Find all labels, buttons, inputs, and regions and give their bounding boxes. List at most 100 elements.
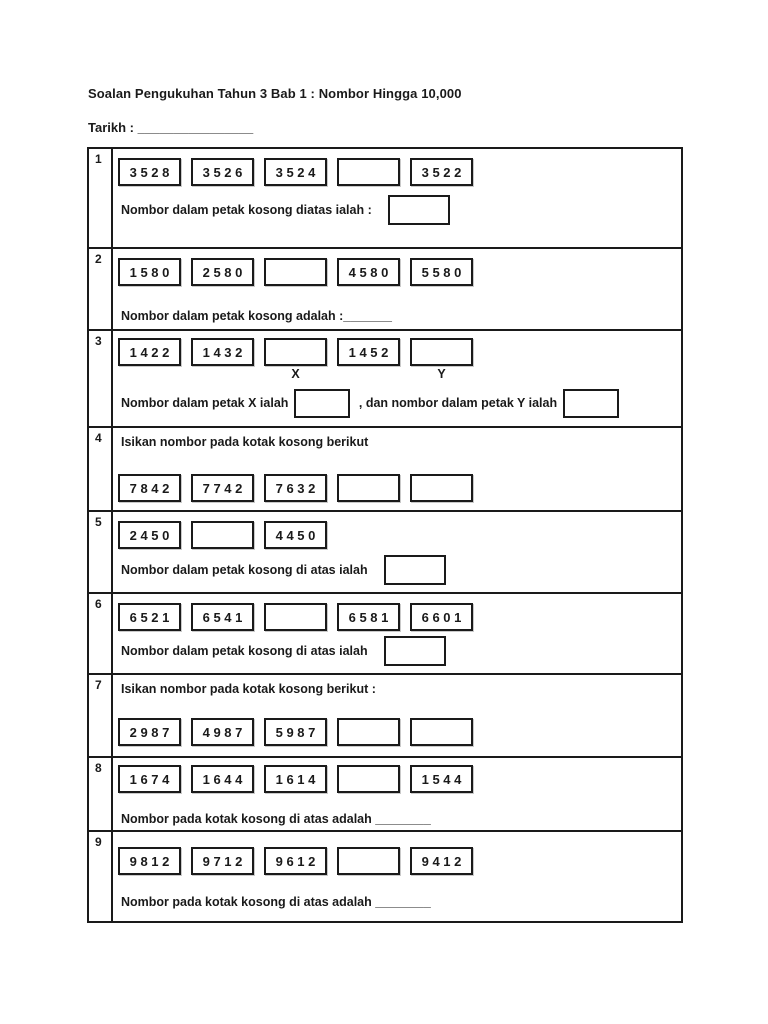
number-box-slot <box>264 603 327 631</box>
number-box: 1 5 4 4 <box>410 765 473 793</box>
number-box-slot: X <box>264 338 327 382</box>
answer-line: Nombor dalam petak X ialah , dan nombor … <box>118 388 671 418</box>
page-title: Soalan Pengukuhan Tahun 3 Bab 1 : Nombor… <box>88 86 462 101</box>
number-box: 9 8 1 2 <box>118 847 181 875</box>
number-box: 7 8 4 2 <box>118 474 181 502</box>
number-box-slot: 4 9 8 7 <box>191 718 254 746</box>
number-box-strip: 6 5 2 1 6 5 4 1 6 5 8 1 6 6 0 1 <box>118 603 671 631</box>
question-number: 8 <box>89 758 113 830</box>
number-box: 3 5 2 2 <box>410 158 473 186</box>
date-field: Tarikh : ________________ <box>88 120 254 135</box>
number-box-slot <box>191 521 254 549</box>
number-box-slot: 6 5 2 1 <box>118 603 181 631</box>
answer-line: Nombor pada kotak kosong di atas adalah … <box>118 804 671 834</box>
number-box: 9 4 1 2 <box>410 847 473 875</box>
number-box-slot: 4 5 8 0 <box>337 258 400 286</box>
number-box-slot <box>337 718 400 746</box>
number-box-strip: 1 4 2 2 1 4 3 2 X 1 4 5 2 Y <box>118 338 671 382</box>
number-box-slot: 1 6 7 4 <box>118 765 181 793</box>
number-box-slot: 9 4 1 2 <box>410 847 473 875</box>
box-label: X <box>291 367 300 381</box>
number-box-slot: 2 9 8 7 <box>118 718 181 746</box>
blank-answer-box[interactable] <box>264 603 327 631</box>
blank-answer-box[interactable] <box>337 718 400 746</box>
blank-answer-box[interactable] <box>337 474 400 502</box>
number-box: 1 4 5 2 <box>337 338 400 366</box>
number-box-strip: 2 4 5 0 4 4 5 0 <box>118 521 671 549</box>
blank-answer-box[interactable] <box>337 847 400 875</box>
question-prompt: Isikan nombor pada kotak kosong berikut <box>121 435 369 449</box>
answer-text: Nombor dalam petak X ialah <box>121 396 289 410</box>
answer-line: Nombor dalam petak kosong di atas ialah <box>118 555 671 585</box>
answer-input-box[interactable] <box>294 388 351 418</box>
number-box-slot: 9 8 1 2 <box>118 847 181 875</box>
number-box-slot: 9 7 1 2 <box>191 847 254 875</box>
blank-answer-box[interactable] <box>410 474 473 502</box>
answer-input-box[interactable] <box>387 195 450 225</box>
answer-text: Nombor dalam petak kosong di atas ialah <box>121 563 368 577</box>
number-box: 2 9 8 7 <box>118 718 181 746</box>
number-box-slot <box>264 258 327 286</box>
question-body: Isikan nombor pada kotak kosong berikut 7… <box>113 428 681 510</box>
blank-answer-box[interactable] <box>410 338 473 366</box>
number-box-slot <box>410 718 473 746</box>
blank-answer-box[interactable] <box>337 765 400 793</box>
number-box: 7 6 3 2 <box>264 474 327 502</box>
number-box-slot: 4 4 5 0 <box>264 521 327 549</box>
number-box: 7 7 4 2 <box>191 474 254 502</box>
answer-input-box[interactable] <box>383 636 446 666</box>
number-box-slot <box>337 765 400 793</box>
number-box: 6 5 4 1 <box>191 603 254 631</box>
number-box: 1 5 8 0 <box>118 258 181 286</box>
number-box-slot: 5 5 8 0 <box>410 258 473 286</box>
blank-answer-box[interactable] <box>264 258 327 286</box>
number-box-slot: 1 5 4 4 <box>410 765 473 793</box>
blank-answer-box[interactable] <box>337 158 400 186</box>
answer-text: Nombor dalam petak kosong di atas ialah <box>121 644 368 658</box>
question-number: 2 <box>89 249 113 329</box>
question-body: 6 5 2 1 6 5 4 1 6 5 8 1 6 6 0 1 Nombor dalam… <box>113 594 681 673</box>
number-box-slot: 3 5 2 8 <box>118 158 181 186</box>
number-box: 4 5 8 0 <box>337 258 400 286</box>
number-box-slot <box>410 474 473 502</box>
number-box: 2 4 5 0 <box>118 521 181 549</box>
question-number: 4 <box>89 428 113 510</box>
answer-line: Nombor dalam petak kosong di atas ialah <box>118 636 671 666</box>
number-box-slot: 1 6 4 4 <box>191 765 254 793</box>
number-box: 3 5 2 6 <box>191 158 254 186</box>
number-box-slot: 3 5 2 6 <box>191 158 254 186</box>
number-box: 5 9 8 7 <box>264 718 327 746</box>
number-box: 6 5 8 1 <box>337 603 400 631</box>
number-box-slot: 7 6 3 2 <box>264 474 327 502</box>
blank-answer-box[interactable] <box>191 521 254 549</box>
number-box: 6 6 0 1 <box>410 603 473 631</box>
number-box-slot: 7 7 4 2 <box>191 474 254 502</box>
answer-text: Nombor dalam petak kosong adalah :______… <box>121 309 392 323</box>
number-box-slot: 2 4 5 0 <box>118 521 181 549</box>
number-box: 1 4 2 2 <box>118 338 181 366</box>
number-box: 1 4 3 2 <box>191 338 254 366</box>
number-box-slot: 5 9 8 7 <box>264 718 327 746</box>
blank-answer-box[interactable] <box>264 338 327 366</box>
number-box: 6 5 2 1 <box>118 603 181 631</box>
blank-answer-box[interactable] <box>410 718 473 746</box>
number-box-slot <box>337 158 400 186</box>
number-box-slot: 6 5 8 1 <box>337 603 400 631</box>
answer-input-box[interactable] <box>383 555 446 585</box>
box-label: Y <box>437 367 446 381</box>
answer-input-box[interactable] <box>563 388 620 418</box>
question-prompt: Isikan nombor pada kotak kosong berikut … <box>121 682 376 696</box>
number-box: 9 6 1 2 <box>264 847 327 875</box>
